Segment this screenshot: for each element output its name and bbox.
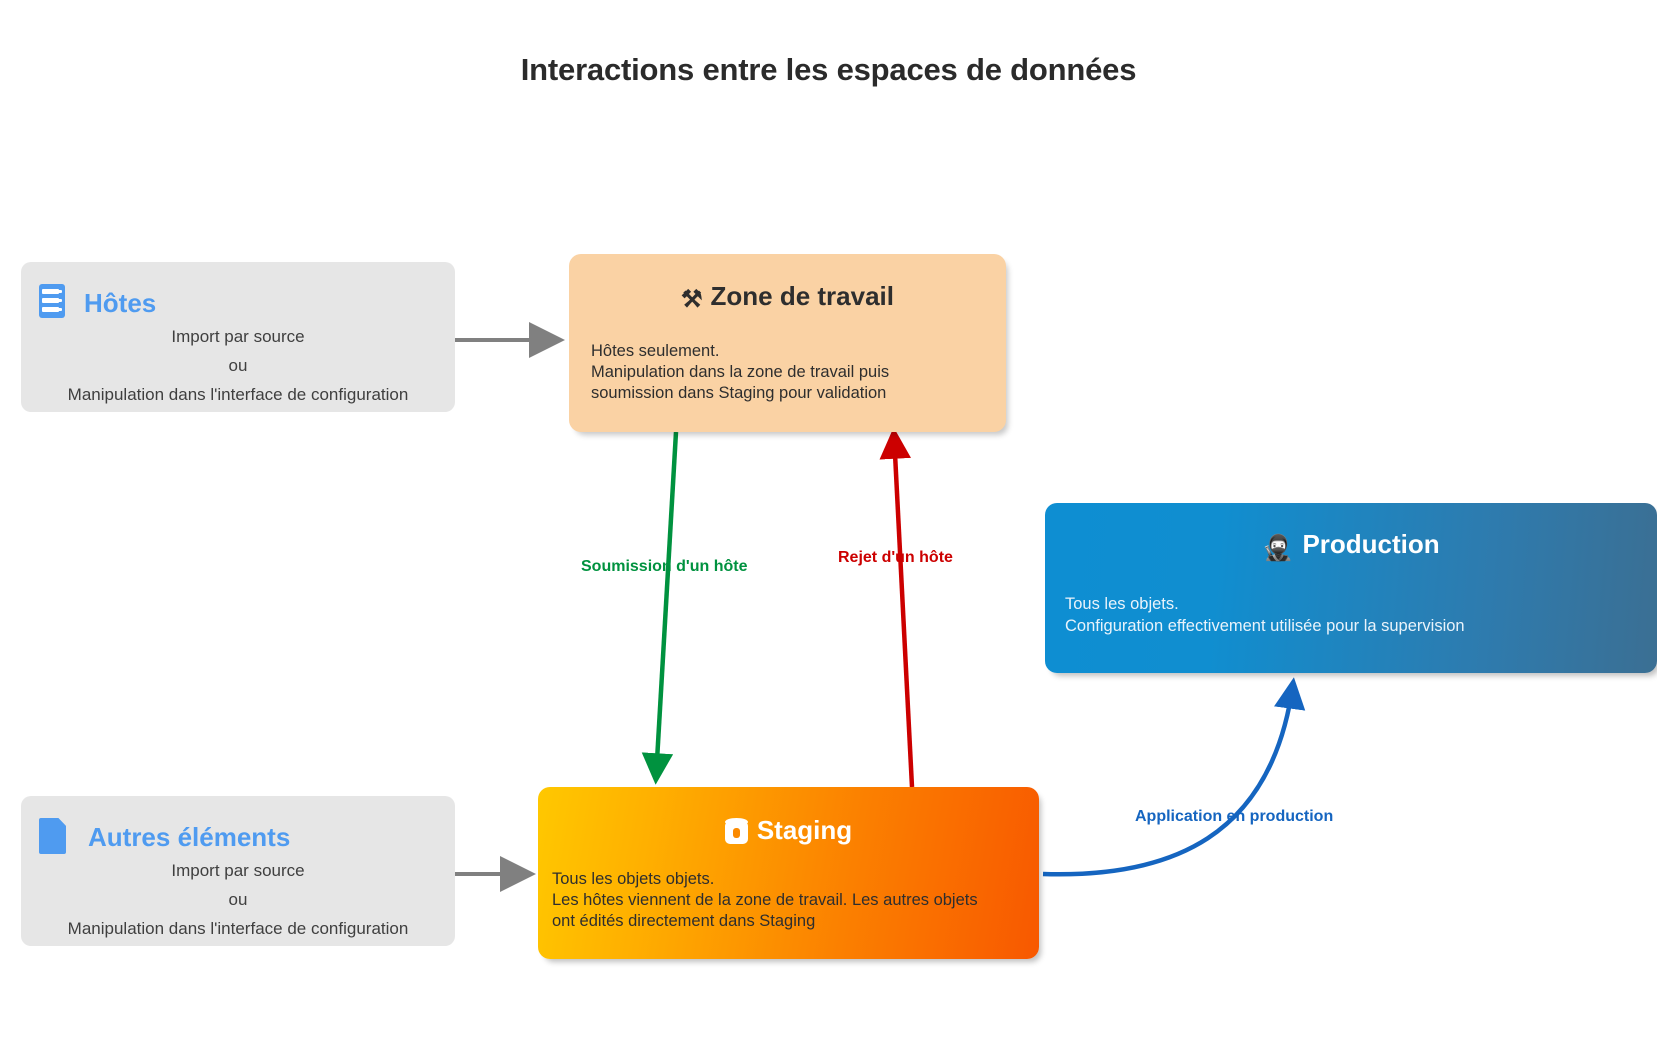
hammer-and-wrench-icon: ⚒ (680, 286, 703, 313)
node-hosts-line-1: Import par source (171, 327, 305, 346)
arrow-apply-production (1042, 677, 1306, 877)
node-hosts-line-2: ou (228, 356, 248, 375)
node-hosts[interactable]: Hôtes Import par source ou Manipulation … (21, 262, 455, 412)
node-other-elements-line-1: Import par source (171, 861, 305, 880)
node-staging-body: Tous les objets objets. Les hôtes vienne… (552, 870, 978, 930)
node-other-elements-line-2: ou (228, 890, 248, 909)
node-staging[interactable]: Staging Tous les objets objets. Les hôte… (538, 787, 1039, 959)
node-workspace-title: ⚒ Zone de travail (569, 281, 1006, 314)
node-workspace[interactable]: ⚒ Zone de travail Hôtes seulement. Manipu… (569, 254, 1006, 432)
document-icon (39, 818, 66, 854)
page-title: Interactions entre les espaces de donnée… (520, 52, 1137, 87)
ninja-icon: 🥷 (1262, 534, 1294, 562)
edge-label-reject: Rejet d'un hôte (838, 549, 953, 566)
node-production-title-text: Production (1302, 529, 1440, 559)
node-other-elements-line-3: Manipulation dans l'interface de configu… (67, 919, 409, 938)
edge-label-apply: Application en production (1135, 808, 1334, 825)
node-staging-title-text: Staging (756, 815, 853, 845)
node-workspace-body: Hôtes seulement. Manipulation dans la zo… (591, 342, 890, 402)
node-workspace-title-text: Zone de travail (710, 281, 895, 311)
node-hosts-title: Hôtes (84, 288, 157, 318)
node-production-title: 🥷 Production (1045, 529, 1657, 563)
server-rack-icon (39, 284, 65, 318)
node-other-elements-title: Autres éléments (88, 822, 291, 852)
arrow-submit-host (641, 431, 679, 785)
arrow-reject-host (879, 427, 915, 788)
node-staging-title: Staging (538, 815, 1039, 846)
node-production-body: Tous les objets. Configuration effective… (1065, 595, 1465, 635)
edge-label-submit: Soumission d'un hôte (581, 558, 748, 575)
node-hosts-line-3: Manipulation dans l'interface de configu… (67, 385, 409, 404)
node-production[interactable]: 🥷 Production Tous les objets. Configurati… (1045, 503, 1657, 673)
database-icon (724, 818, 748, 844)
node-other-elements[interactable]: Autres éléments Import par source ou Man… (21, 796, 455, 946)
